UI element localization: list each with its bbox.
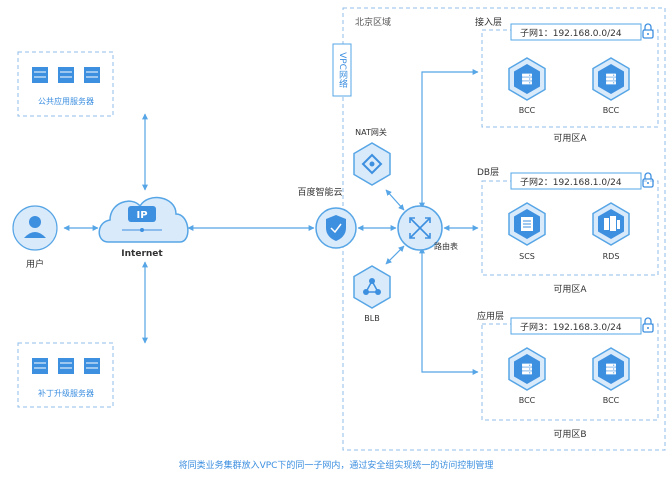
bcc-icon bbox=[592, 347, 630, 391]
layer-title: 接入层 bbox=[475, 16, 502, 28]
node-label: BCC bbox=[603, 106, 620, 115]
bcc-icon bbox=[592, 57, 630, 101]
scs-icon bbox=[508, 202, 546, 246]
public-server-label: 公共应用服务器 bbox=[38, 96, 94, 106]
connectors bbox=[63, 69, 479, 375]
baidu-cloud-label: 百度智能云 bbox=[297, 186, 342, 198]
rds-icon bbox=[592, 202, 630, 246]
user-node: 用户 bbox=[12, 205, 58, 270]
internet-label: Internet bbox=[121, 249, 163, 259]
bcc-icon bbox=[508, 57, 546, 101]
subnet-label: 子网2：192.168.1.0/24 bbox=[520, 177, 622, 188]
blb-label: BLB bbox=[364, 314, 379, 323]
caption: 将同类业务集群放入VPC下的同一子网内，通过安全组实现统一的访问控制管理 bbox=[179, 459, 494, 471]
route-icon bbox=[409, 217, 431, 239]
shield-icon bbox=[326, 215, 346, 241]
lock-icon bbox=[642, 317, 654, 333]
blb-icon bbox=[363, 278, 381, 295]
internet-node: IP Internet bbox=[98, 196, 189, 259]
patch-server-label: 补丁升级服务器 bbox=[38, 388, 94, 398]
nat-icon bbox=[361, 153, 383, 175]
layer-title: DB层 bbox=[477, 167, 499, 178]
region-box bbox=[342, 7, 666, 451]
route-table-node: 路由表 bbox=[397, 205, 458, 251]
node-label: BCC bbox=[519, 106, 536, 115]
server-icon bbox=[58, 358, 74, 374]
layer-db: DB层 子网2：192.168.1.0/24 SCS RDS 可用区A bbox=[477, 167, 659, 295]
subnet-badge bbox=[510, 23, 642, 41]
public-server-group: 公共应用服务器 bbox=[17, 51, 114, 117]
blb-node: BLB bbox=[353, 265, 391, 323]
node-label: BCC bbox=[603, 396, 620, 405]
server-icon bbox=[84, 358, 100, 374]
node-label: SCS bbox=[519, 252, 535, 261]
server-icon bbox=[32, 67, 48, 83]
lock-icon bbox=[642, 172, 654, 188]
subnet-badge bbox=[510, 172, 642, 190]
lock-icon bbox=[642, 23, 654, 39]
nat-label: NAT网关 bbox=[355, 127, 387, 137]
zone-label: 可用区A bbox=[553, 284, 587, 295]
region-label: 北京区域 bbox=[355, 16, 391, 28]
zone-label: 可用区B bbox=[553, 429, 586, 440]
layer-app: 应用层 子网3：192.168.3.0/24 BCC BCC 可用区B bbox=[477, 310, 659, 440]
baidu-cloud-node: 百度智能云 bbox=[297, 186, 357, 249]
patch-server-group: 补丁升级服务器 bbox=[17, 342, 114, 408]
bcc-icon bbox=[508, 347, 546, 391]
vpc-label-box bbox=[332, 43, 352, 97]
zone-label: 可用区A bbox=[553, 133, 587, 144]
server-icon bbox=[84, 67, 100, 83]
ip-label: IP bbox=[136, 210, 147, 221]
subnet-badge bbox=[510, 317, 642, 335]
vpc-label: VPC网络 bbox=[337, 52, 348, 89]
layer-title: 应用层 bbox=[477, 310, 504, 322]
server-icon bbox=[32, 358, 48, 374]
node-label: RDS bbox=[603, 252, 620, 261]
user-label: 用户 bbox=[26, 258, 44, 270]
node-label: BCC bbox=[519, 396, 536, 405]
nat-node: NAT网关 bbox=[353, 127, 391, 186]
route-table-label: 路由表 bbox=[434, 241, 458, 251]
subnet-label: 子网1：192.168.0.0/24 bbox=[520, 28, 622, 39]
layer-access: 接入层 子网1：192.168.0.0/24 BCC BCC 可用区A bbox=[475, 16, 659, 144]
subnet-label: 子网3：192.168.3.0/24 bbox=[520, 322, 622, 333]
server-icon bbox=[58, 67, 74, 83]
